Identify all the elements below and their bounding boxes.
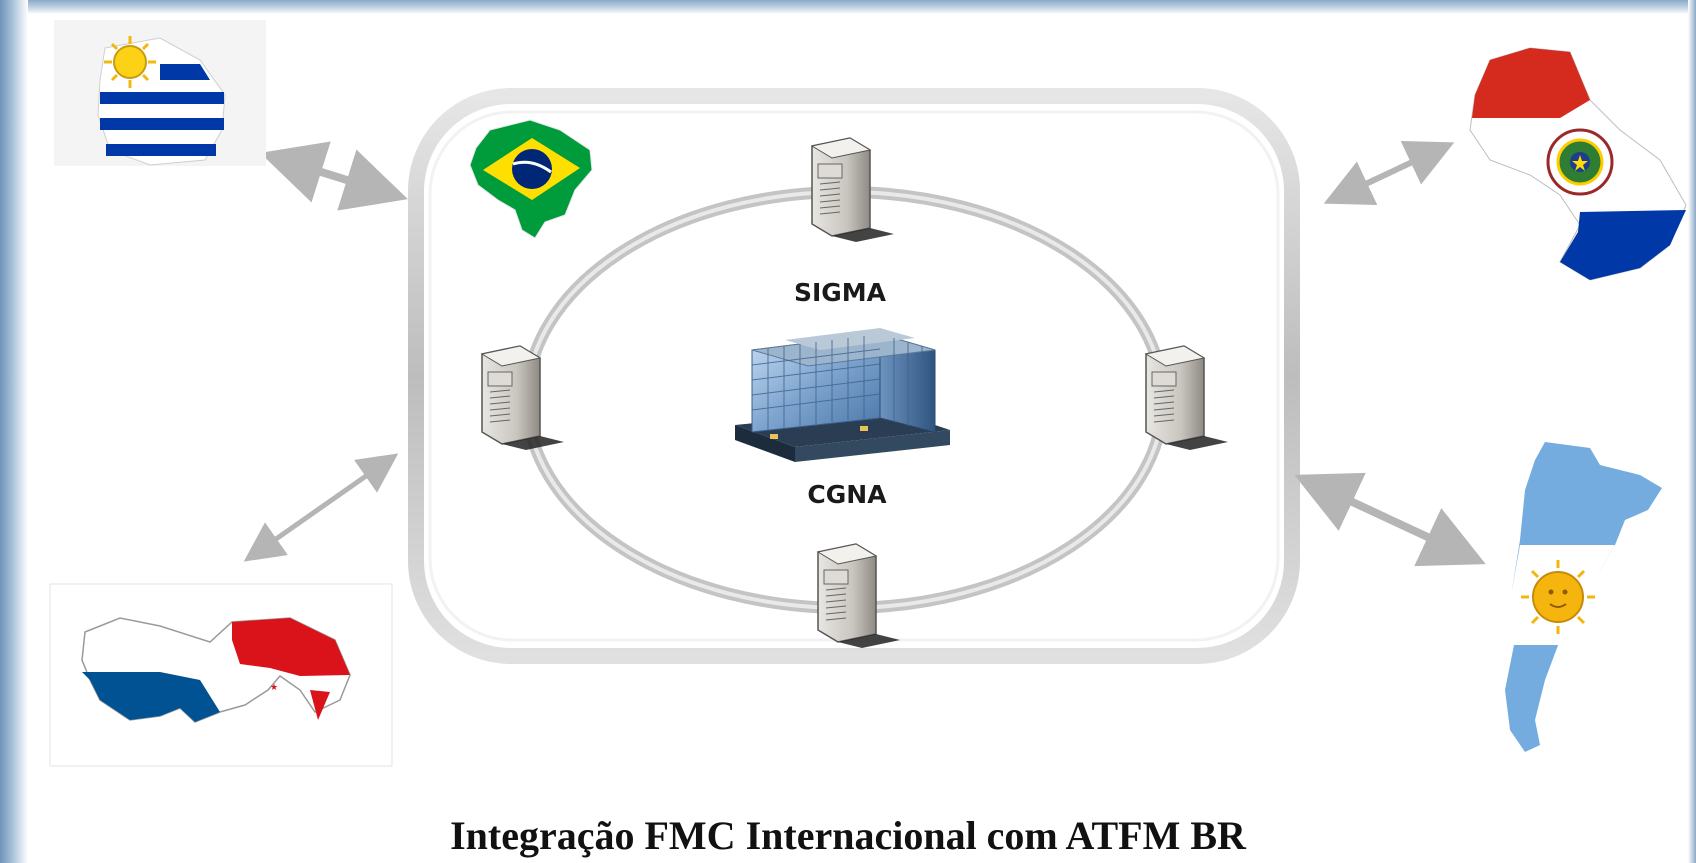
argentina-flag-map <box>1495 438 1665 760</box>
server-icon-left <box>480 345 564 450</box>
arrow-panama <box>243 453 399 562</box>
arrow-argentina <box>1294 472 1486 567</box>
panama-flag-map: ★ <box>49 583 393 767</box>
arrow-paraguay <box>1323 141 1455 205</box>
right-decorative-band <box>1688 0 1696 863</box>
cgna-label: CGNA <box>807 480 887 509</box>
brazil-flag-map <box>469 119 593 239</box>
diagram-caption: Integração FMC Internacional com ATFM BR <box>450 813 1246 858</box>
header-band <box>0 0 1696 14</box>
uruguay-flag-map <box>54 20 266 166</box>
left-decorative-band <box>0 0 28 863</box>
server-icon-bottom <box>816 543 900 648</box>
svg-text:★: ★ <box>270 683 278 693</box>
arrow-uruguay <box>260 141 408 211</box>
sigma-label: SIGMA <box>793 278 887 307</box>
office-building-icon <box>735 328 950 462</box>
server-icon-right <box>1144 345 1228 450</box>
network-frame <box>408 88 1300 664</box>
server-icon-top <box>810 137 894 242</box>
paraguay-flag-map <box>1469 47 1687 281</box>
